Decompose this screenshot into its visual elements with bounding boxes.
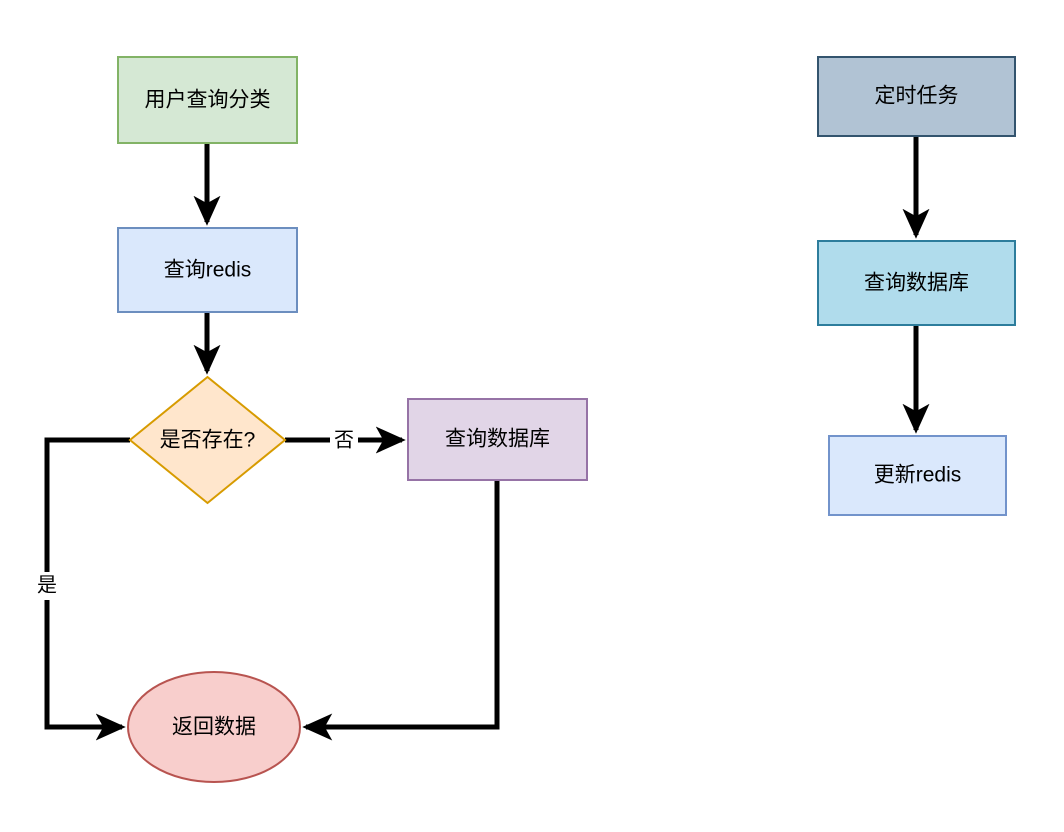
- node-shape-rectangle[interactable]: [817, 240, 1016, 326]
- node-shape-diamond[interactable]: [128, 375, 287, 505]
- node-shape-rectangle[interactable]: [828, 435, 1007, 516]
- node-label-update-redis: 更新redis: [874, 464, 962, 487]
- node-label-query-redis: 查询redis: [164, 259, 252, 282]
- edge-label-no-backdrop: [330, 427, 358, 453]
- node-update-redis[interactable]: 更新redis: [828, 435, 1007, 516]
- edge-decision-no: 否: [285, 426, 406, 454]
- node-user-query-category[interactable]: 用户查询分类: [117, 56, 298, 144]
- node-exists-decision[interactable]: 是否存在?: [128, 375, 287, 505]
- edge-label-yes-backdrop: [34, 572, 60, 600]
- edge-label-no: 否: [334, 429, 354, 451]
- edge-db-to-return: [302, 480, 500, 741]
- node-query-redis[interactable]: 查询redis: [117, 227, 298, 313]
- node-label-return-data: 返回数据: [172, 716, 256, 739]
- node-query-database-right[interactable]: 查询数据库: [817, 240, 1016, 326]
- node-shape-rectangle[interactable]: [117, 227, 298, 313]
- node-label-user-query-category: 用户查询分类: [145, 89, 271, 112]
- edge-label-yes: 是: [37, 574, 57, 596]
- node-return-data[interactable]: 返回数据: [127, 671, 301, 783]
- node-label-scheduled-task: 定时任务: [875, 85, 959, 108]
- node-shape-ellipse[interactable]: [127, 671, 301, 783]
- edge-decision-yes: 是: [34, 437, 130, 741]
- node-shape-rectangle[interactable]: [117, 56, 298, 144]
- node-shape-rectangle[interactable]: [817, 56, 1016, 137]
- node-shape-rectangle[interactable]: [407, 398, 588, 481]
- node-label-query-database-right: 查询数据库: [864, 272, 969, 295]
- node-label-query-database-left: 查询数据库: [445, 428, 550, 451]
- node-query-database-left[interactable]: 查询数据库: [407, 398, 588, 481]
- node-scheduled-task[interactable]: 定时任务: [817, 56, 1016, 137]
- node-label-exists-decision: 是否存在?: [160, 429, 256, 452]
